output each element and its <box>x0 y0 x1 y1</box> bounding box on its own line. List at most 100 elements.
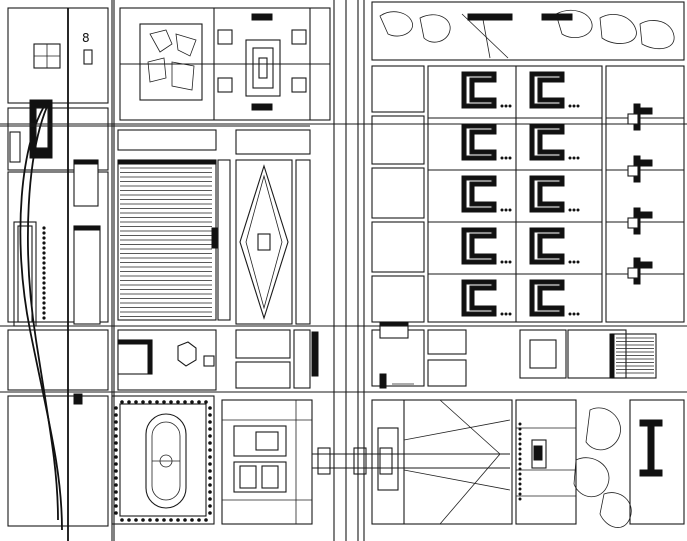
terrace-hatching <box>616 337 654 374</box>
tree-dot <box>134 400 138 404</box>
tree-dot <box>197 400 201 404</box>
tree-dot <box>114 420 118 424</box>
tree-dot <box>208 413 212 417</box>
tree-dot <box>42 256 46 260</box>
tree-dot <box>42 291 46 295</box>
tree-dot <box>42 231 46 235</box>
tree-dot <box>183 400 187 404</box>
courtyard-building <box>461 279 512 317</box>
cross-buildings <box>627 103 653 285</box>
tree-dot <box>518 452 522 456</box>
stadium-complex <box>111 395 313 525</box>
tree-dot <box>197 518 201 522</box>
tree-dot <box>518 482 522 486</box>
tree-dot <box>208 441 212 445</box>
cross-building <box>627 257 653 285</box>
tree-dot <box>155 518 159 522</box>
tree-dot <box>208 511 212 515</box>
tree-dot <box>518 427 522 431</box>
tree-dot <box>114 427 118 431</box>
tree-dot <box>176 518 180 522</box>
tree-dot <box>162 400 166 404</box>
tree-dot <box>42 246 46 250</box>
east-grid <box>371 65 685 323</box>
tree-dot <box>518 472 522 476</box>
tree-dot <box>208 504 212 508</box>
tree-dot <box>183 518 187 522</box>
tree-dot <box>518 487 522 491</box>
tree-dot <box>42 241 46 245</box>
map-label-8: 8 <box>82 31 90 45</box>
tree-dot <box>208 434 212 438</box>
tree-dot <box>208 469 212 473</box>
tree-dot <box>42 236 46 240</box>
tree-dot <box>114 497 118 501</box>
cross-building <box>627 155 653 183</box>
tree-dot <box>114 448 118 452</box>
tree-dot <box>42 281 46 285</box>
tree-dot <box>208 476 212 480</box>
tree-dot <box>120 400 124 404</box>
tree-dot <box>42 251 46 255</box>
courtyard-building <box>461 123 512 161</box>
southeast-tree-row <box>518 422 522 501</box>
tree-dot <box>127 400 131 404</box>
tree-dot <box>518 462 522 466</box>
tree-dot <box>176 400 180 404</box>
stadium-tree-ring <box>114 400 212 522</box>
tree-dot <box>148 400 152 404</box>
central-hall <box>117 129 311 325</box>
tree-dot <box>141 518 145 522</box>
tree-row-west <box>42 226 46 320</box>
cross-building <box>627 103 653 131</box>
tree-dot <box>114 455 118 459</box>
tree-dot <box>518 477 522 481</box>
tree-dot <box>169 400 173 404</box>
tree-dot <box>42 271 46 275</box>
tree-dot <box>114 469 118 473</box>
tree-dot <box>169 518 173 522</box>
east-lower <box>371 321 657 389</box>
tree-dot <box>114 476 118 480</box>
tree-dot <box>42 266 46 270</box>
central-lower <box>117 329 319 391</box>
tree-dot <box>518 422 522 426</box>
cross-building <box>627 207 653 235</box>
tree-dot <box>114 511 118 515</box>
courtyard-building <box>529 227 580 265</box>
tree-dot <box>162 518 166 522</box>
tree-dot <box>208 448 212 452</box>
tree-dot <box>114 413 118 417</box>
tree-dot <box>42 296 46 300</box>
tree-dot <box>42 316 46 320</box>
tree-dot <box>518 492 522 496</box>
courtyard-building <box>461 175 512 213</box>
tree-dot <box>42 276 46 280</box>
tree-dot <box>42 286 46 290</box>
tree-dot <box>114 483 118 487</box>
tree-dot <box>208 455 212 459</box>
courtyard-building <box>529 175 580 213</box>
tree-dot <box>208 406 212 410</box>
tree-dot <box>114 406 118 410</box>
tree-dot <box>208 427 212 431</box>
tree-dot <box>518 447 522 451</box>
tree-dot <box>114 434 118 438</box>
tree-dot <box>208 462 212 466</box>
southeast-parks <box>371 399 685 528</box>
tree-dot <box>42 311 46 315</box>
west-district: 8 <box>7 7 109 541</box>
tree-dot <box>42 306 46 310</box>
tree-dot <box>148 518 152 522</box>
tree-dot <box>518 432 522 436</box>
courtyard-building <box>461 227 512 265</box>
tree-dot <box>208 483 212 487</box>
east-west-axis <box>312 447 510 475</box>
tree-dot <box>141 400 145 404</box>
tree-dot <box>208 490 212 494</box>
tree-dot <box>190 518 194 522</box>
tree-dot <box>518 497 522 501</box>
tree-dot <box>155 400 159 404</box>
courtyard-building <box>529 71 580 109</box>
